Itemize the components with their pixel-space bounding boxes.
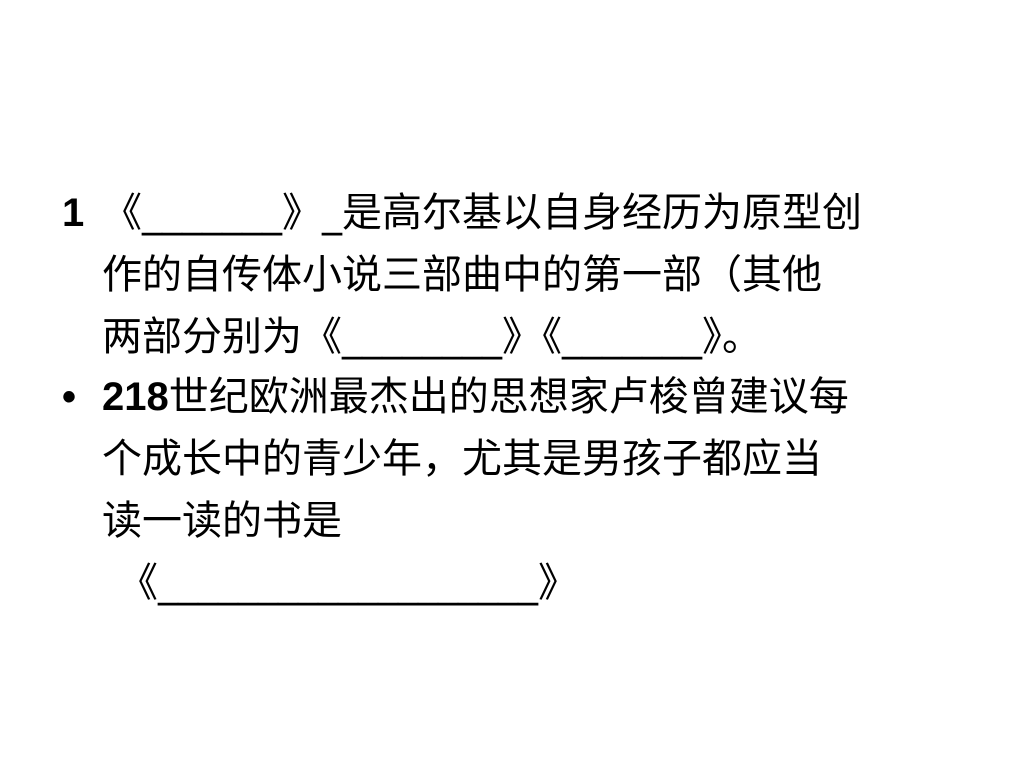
question-line: 218世纪欧洲最杰出的思想家卢梭曾建议每	[102, 366, 962, 428]
question-line: 个成长中的青少年，尤其是男孩子都应当	[102, 436, 822, 482]
question-2: • 218世纪欧洲最杰出的思想家卢梭曾建议每 个成长中的青少年，尤其是男孩子都应…	[62, 366, 962, 614]
question-line: 读一读的书是	[102, 498, 342, 544]
question-text: 218世纪欧洲最杰出的思想家卢梭曾建议每 个成长中的青少年，尤其是男孩子都应当 …	[102, 366, 962, 614]
question-number: 1	[62, 191, 85, 235]
bullet-icon: •	[62, 375, 77, 419]
question-line-text: 世纪欧洲最杰出的思想家卢梭曾建议每	[168, 374, 849, 420]
question-line: 作的自传体小说三部曲中的第一部（其他	[102, 252, 822, 298]
question-number: 218	[102, 375, 169, 419]
question-line: 两部分别为《________》《_______》。	[102, 314, 762, 360]
question-line: 《_______》_是高尔基以自身经历为原型创	[102, 190, 862, 236]
answer-blank: 《___________________》	[118, 560, 578, 606]
question-text: 《_______》_是高尔基以自身经历为原型创 作的自传体小说三部曲中的第一部（…	[102, 182, 962, 368]
question-1: 1 《_______》_是高尔基以自身经历为原型创 作的自传体小说三部曲中的第一…	[62, 182, 962, 368]
